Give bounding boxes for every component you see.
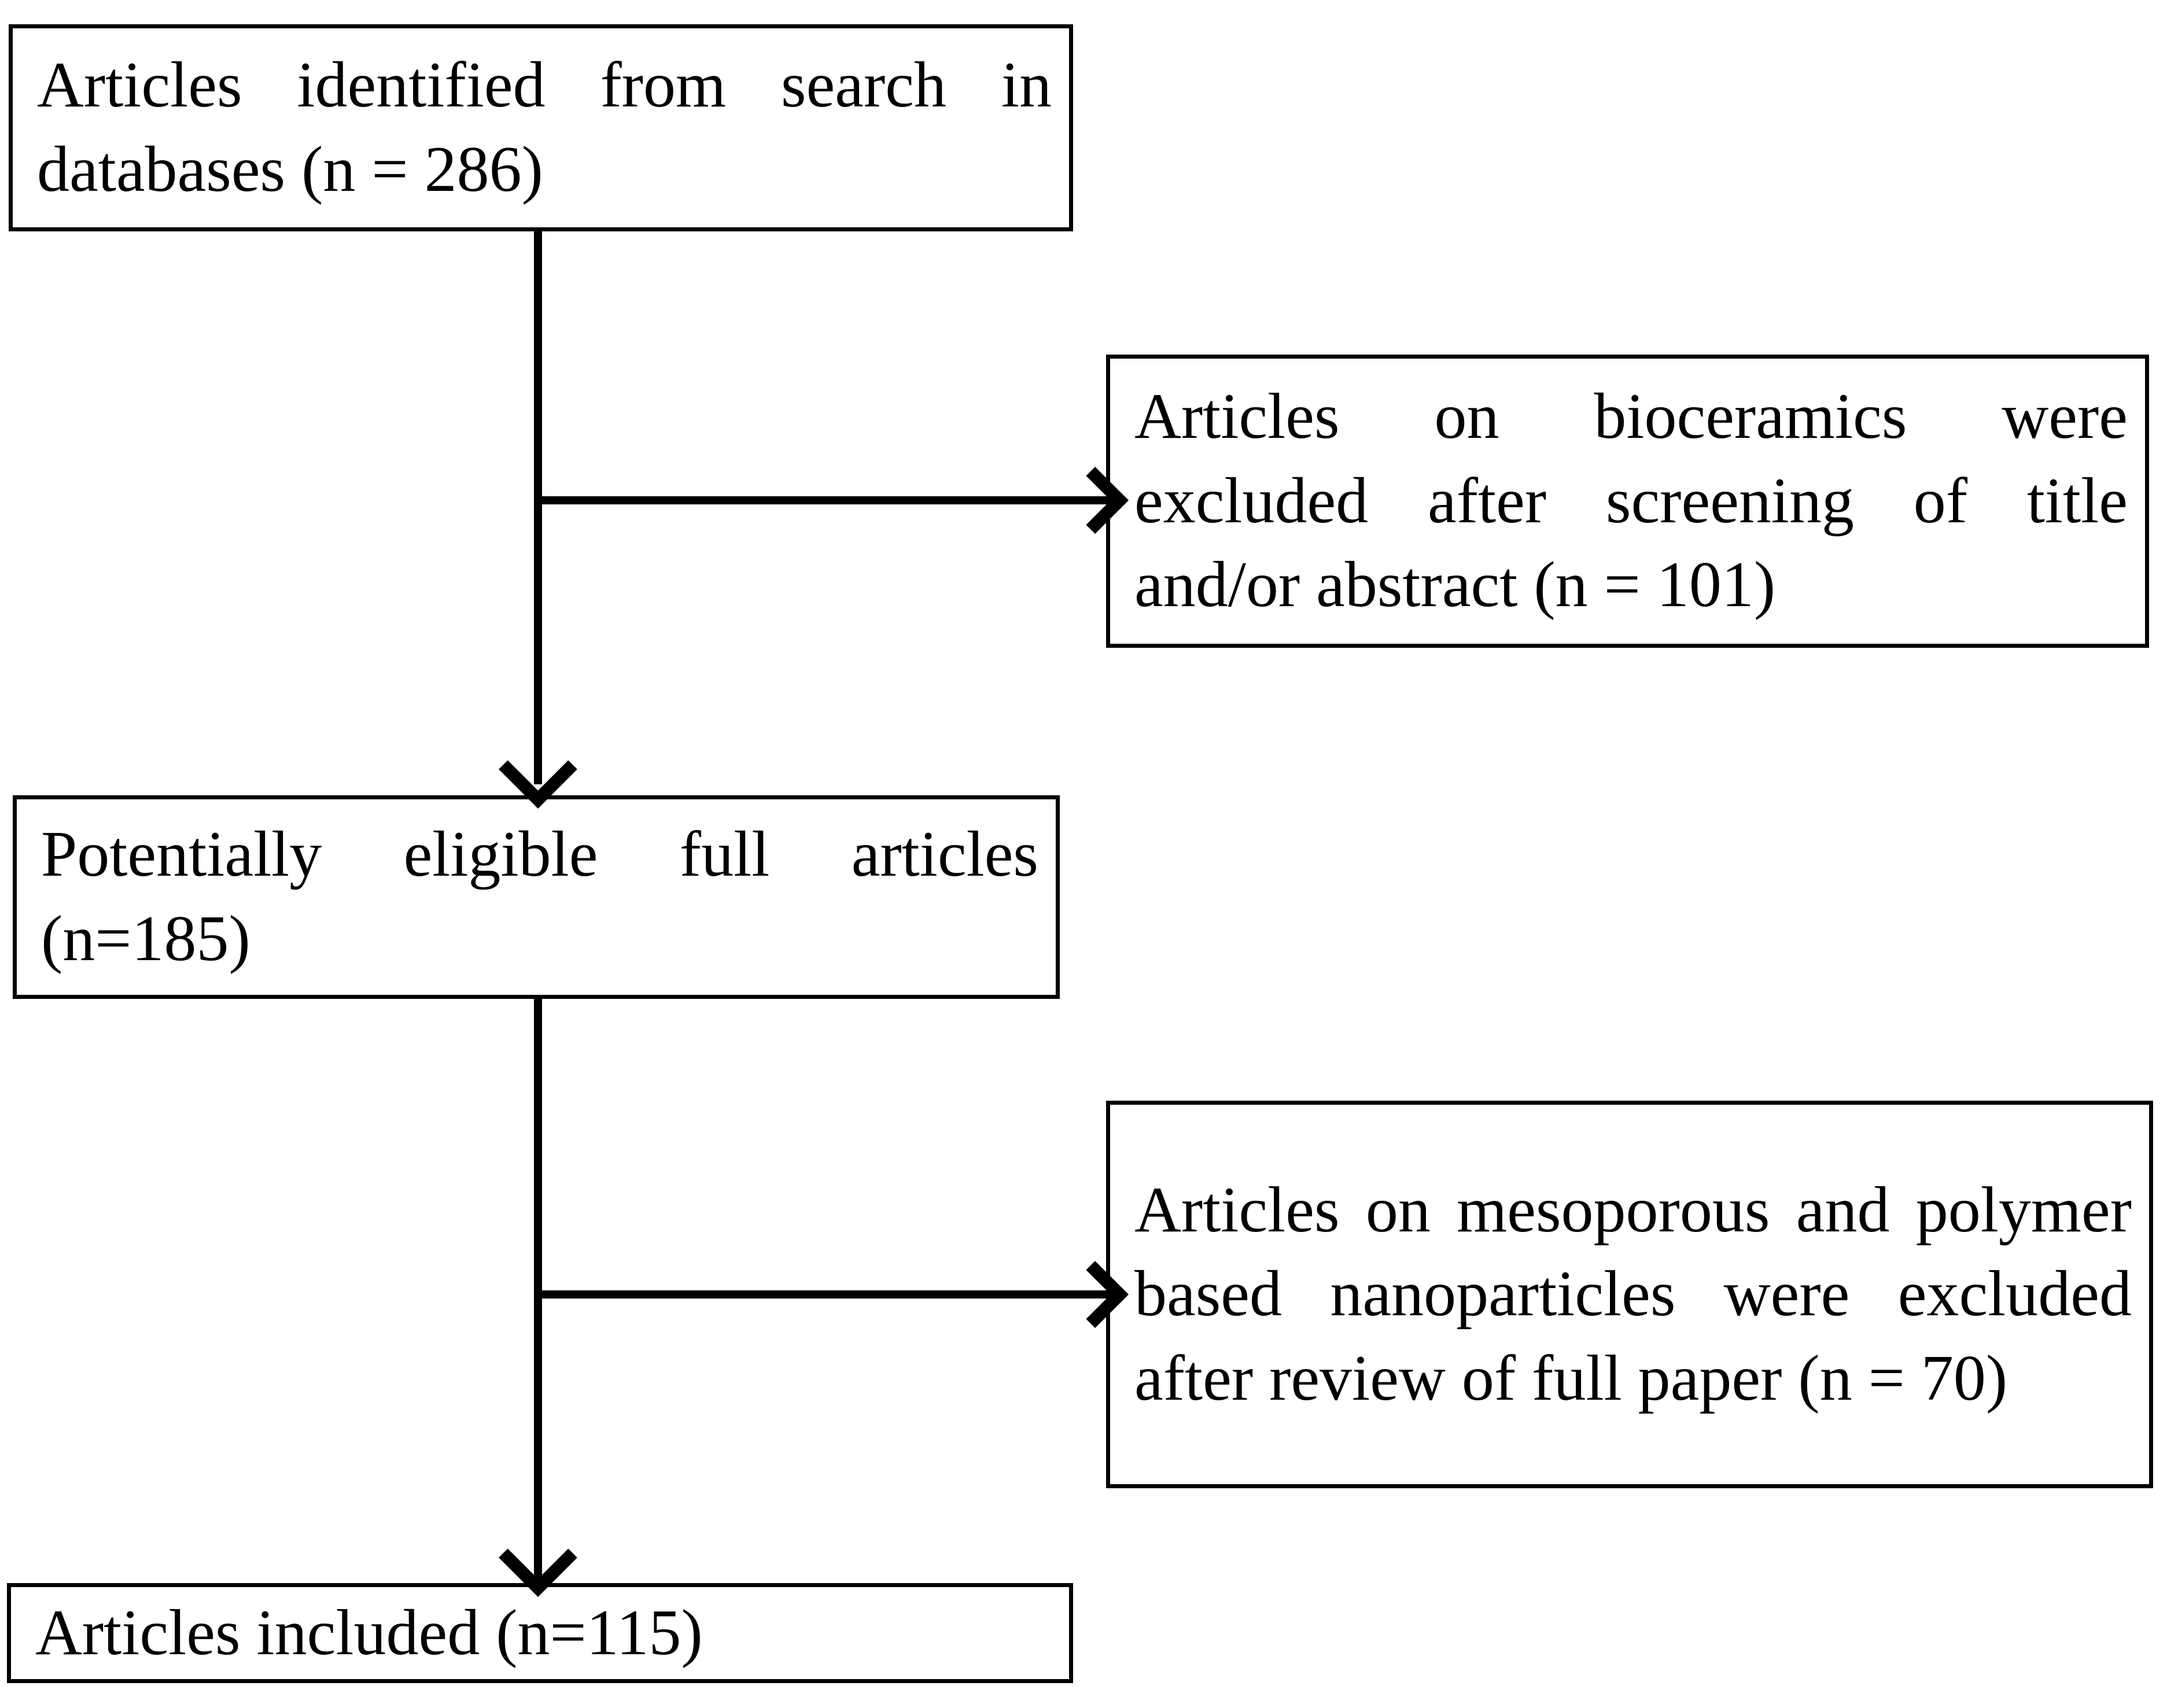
connector-eligible-to-excluded-fulltext-line xyxy=(534,1290,1112,1298)
node-articles-excluded-fulltext-label: Articles on mesoporous and polymer based… xyxy=(1134,1174,2132,1414)
node-articles-identified-label: Articles identified from search in datab… xyxy=(37,49,1052,205)
node-articles-excluded-fulltext: Articles on mesoporous and polymer based… xyxy=(1106,1101,2153,1488)
node-articles-excluded-screening-label: Articles on bioceramics were excluded af… xyxy=(1134,381,2128,621)
node-articles-identified: Articles identified from search in datab… xyxy=(9,24,1073,231)
node-potentially-eligible-articles-label: Potentially eligible full articles (n=18… xyxy=(41,818,1038,975)
node-potentially-eligible-articles: Potentially eligible full articles (n=18… xyxy=(13,795,1060,999)
node-articles-included-label: Articles included (n=115) xyxy=(35,1596,703,1669)
node-articles-included: Articles included (n=115) xyxy=(7,1583,1073,1683)
connector-identified-to-excluded-screening-line xyxy=(534,496,1112,504)
node-articles-excluded-screening: Articles on bioceramics were excluded af… xyxy=(1106,355,2149,648)
connector-identified-to-eligible-line xyxy=(534,229,542,784)
